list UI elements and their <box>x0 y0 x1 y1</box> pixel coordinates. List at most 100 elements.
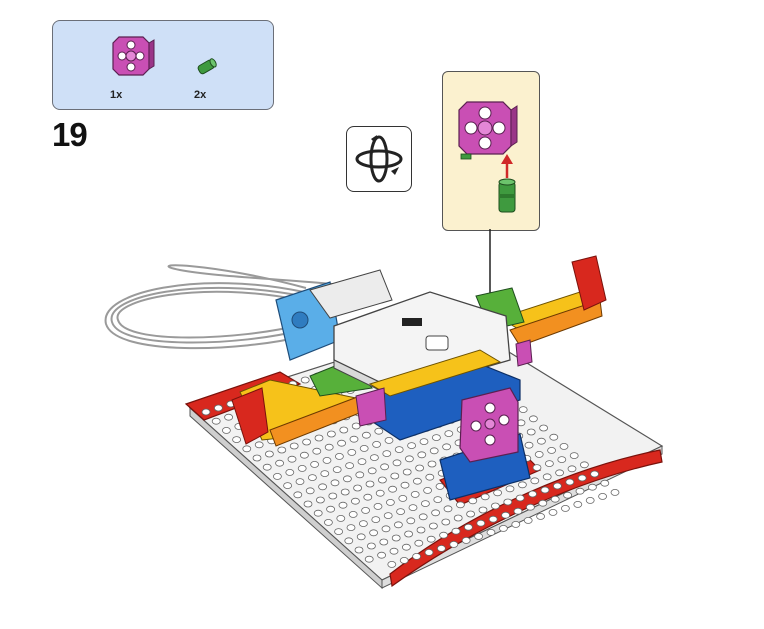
baseplate-stud <box>314 434 324 442</box>
baseplate-stud <box>463 523 473 531</box>
baseplate-stud <box>523 517 533 524</box>
baseplate-stud <box>575 487 585 495</box>
baseplate-stud <box>224 413 234 421</box>
baseplate-stud <box>418 513 428 521</box>
baseplate-stud <box>358 520 368 527</box>
green-axle-pin-icon <box>197 58 217 75</box>
baseplate-stud <box>285 468 295 476</box>
baseplate-stud <box>415 464 425 472</box>
parts-list-panel: 1x 2x <box>52 20 274 110</box>
magenta-block-with-pin-icon <box>458 101 518 213</box>
baseplate-stud <box>350 497 360 505</box>
baseplate-stud <box>449 541 459 548</box>
baseplate-stud <box>573 500 583 508</box>
baseplate-stud <box>513 507 523 515</box>
baseplate-stud <box>326 505 336 513</box>
baseplate-stud <box>221 426 231 434</box>
part-quantity-1: 1x <box>110 89 123 101</box>
baseplate-stud <box>330 479 340 487</box>
baseplate-stud <box>323 519 333 526</box>
baseplate-stud <box>412 477 422 485</box>
baseplate-stud <box>348 511 358 518</box>
baseplate-stud <box>443 505 453 513</box>
baseplate-stud <box>380 463 390 471</box>
baseplate-stud <box>381 525 391 533</box>
baseplate-stud <box>332 466 342 474</box>
baseplate-stud <box>242 445 252 453</box>
baseplate-stud <box>501 511 511 519</box>
baseplate-stud <box>382 450 392 458</box>
baseplate-stud <box>436 545 446 552</box>
baseplate-stud <box>313 509 323 517</box>
baseplate-stud <box>557 456 567 464</box>
rotate-model-hint <box>346 126 412 192</box>
baseplate-stud <box>384 436 394 444</box>
baseplate-stud <box>353 484 363 492</box>
baseplate-stud <box>444 430 454 438</box>
baseplate-stud <box>461 537 471 544</box>
baseplate-stud <box>610 488 620 496</box>
baseplate-stud <box>490 502 500 510</box>
baseplate-stud <box>424 549 434 556</box>
baseplate-stud <box>312 447 322 455</box>
baseplate-stud <box>528 490 537 498</box>
baseplate-stud <box>328 492 338 500</box>
baseplate-stud <box>429 447 439 455</box>
baseplate-stud <box>337 439 347 447</box>
baseplate-stud <box>590 470 599 478</box>
baseplate-stud <box>361 431 371 439</box>
baseplate-stud <box>529 415 538 423</box>
motor-axle-hole <box>291 311 309 329</box>
baseplate-stud <box>561 504 570 512</box>
baseplate-stud <box>310 460 320 468</box>
baseplate-stud <box>511 521 521 528</box>
baseplate-stud <box>539 424 548 432</box>
baseplate-stud <box>339 426 349 434</box>
baseplate-stud <box>320 470 330 478</box>
baseplate-stud <box>548 509 558 516</box>
baseplate-stud <box>468 497 478 505</box>
baseplate-stud <box>344 537 354 545</box>
baseplate-stud <box>283 482 293 490</box>
baseplate-stud <box>466 510 476 518</box>
baseplate-stud <box>547 446 556 454</box>
baseplate-stud <box>336 515 346 522</box>
baseplate-stud <box>420 500 430 508</box>
baseplate-stud <box>524 441 534 449</box>
baseplate-stud <box>374 427 384 435</box>
baseplate-stud <box>553 482 562 490</box>
baseplate-stud <box>326 430 336 438</box>
baseplate-stud <box>414 539 424 547</box>
magenta-right-block <box>515 339 533 367</box>
baseplate-stud <box>365 480 375 488</box>
baseplate-stud <box>428 522 438 530</box>
baseplate-stud <box>375 489 385 497</box>
baseplate-stud <box>410 490 420 498</box>
baseplate-stud <box>455 501 465 509</box>
baseplate-stud <box>451 527 461 535</box>
baseplate-stud <box>232 436 242 444</box>
baseplate-stud <box>363 493 373 501</box>
baseplate-stud <box>371 516 381 523</box>
baseplate-stud <box>357 458 367 466</box>
baseplate-stud <box>427 460 437 468</box>
baseplate-stud <box>412 553 422 560</box>
baseplate-stud <box>394 446 404 454</box>
baseplate-stud <box>530 477 540 485</box>
baseplate-stud <box>518 406 528 414</box>
baseplate-stud <box>393 521 403 529</box>
baseplate-stud <box>277 446 287 454</box>
baseplate-stud <box>401 543 411 551</box>
baseplate-stud <box>351 422 361 430</box>
baseplate-stud <box>588 483 597 491</box>
baseplate-stud <box>563 491 572 499</box>
baseplate-stud <box>366 542 376 550</box>
baseplate-stud <box>372 440 382 448</box>
baseplate-stud <box>303 500 313 508</box>
baseplate-stud <box>567 465 577 473</box>
baseplate-stud <box>383 512 393 519</box>
baseplate-stud <box>545 460 554 468</box>
baseplate-stud <box>334 452 344 460</box>
baseplate-stud <box>540 486 550 494</box>
baseplate-stud <box>356 533 366 541</box>
